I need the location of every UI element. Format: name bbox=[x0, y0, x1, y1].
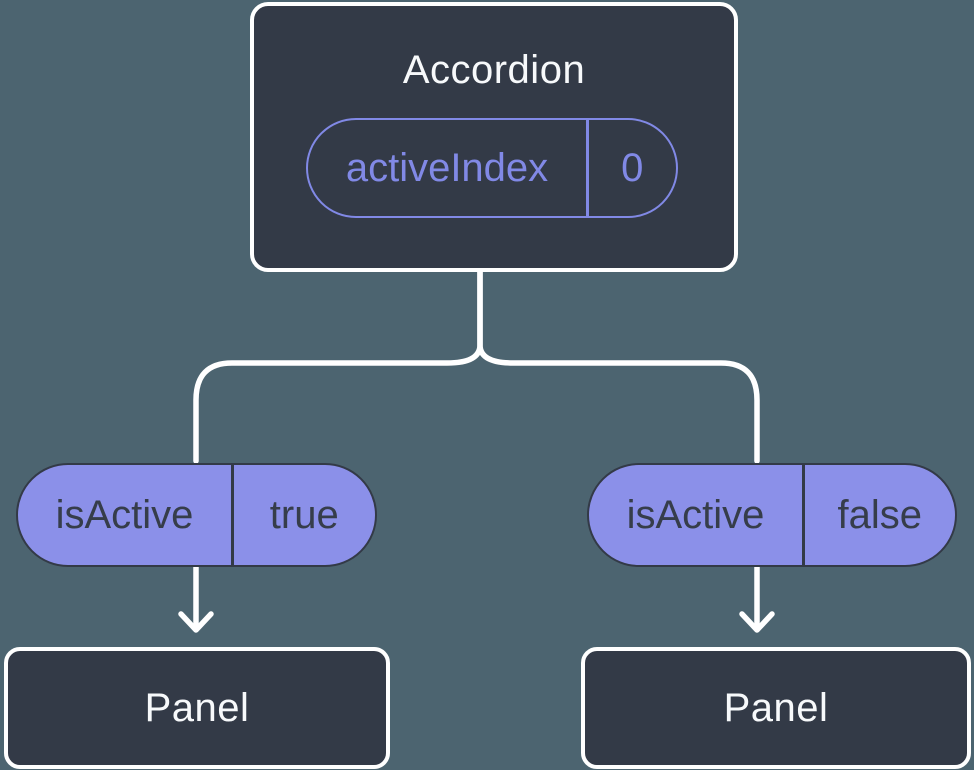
prop-pill-left: isActive true bbox=[16, 463, 377, 567]
component-node-panel-right: Panel bbox=[581, 647, 971, 769]
component-node-accordion: Accordion activeIndex 0 bbox=[250, 2, 738, 272]
prop-value-right: false bbox=[837, 492, 923, 537]
prop-pill-divider-right bbox=[802, 465, 805, 565]
component-node-panel-left: Panel bbox=[4, 647, 390, 769]
component-title: Accordion bbox=[402, 48, 586, 92]
prop-label-left: isActive bbox=[55, 492, 194, 537]
down-arrow-left-head-icon bbox=[178, 611, 214, 633]
state-value: 0 bbox=[621, 145, 644, 190]
prop-label-right: isActive bbox=[626, 492, 765, 537]
connector-branch-right bbox=[477, 269, 760, 464]
state-pill-divider bbox=[586, 120, 589, 216]
prop-value-left: true bbox=[269, 492, 339, 537]
connector-branch-left bbox=[193, 269, 483, 464]
state-pill: activeIndex 0 bbox=[306, 118, 678, 218]
down-arrow-right-head-icon bbox=[739, 611, 775, 633]
state-label: activeIndex bbox=[345, 145, 549, 190]
prop-pill-right: isActive false bbox=[587, 463, 957, 567]
prop-pill-divider-left bbox=[231, 465, 234, 565]
